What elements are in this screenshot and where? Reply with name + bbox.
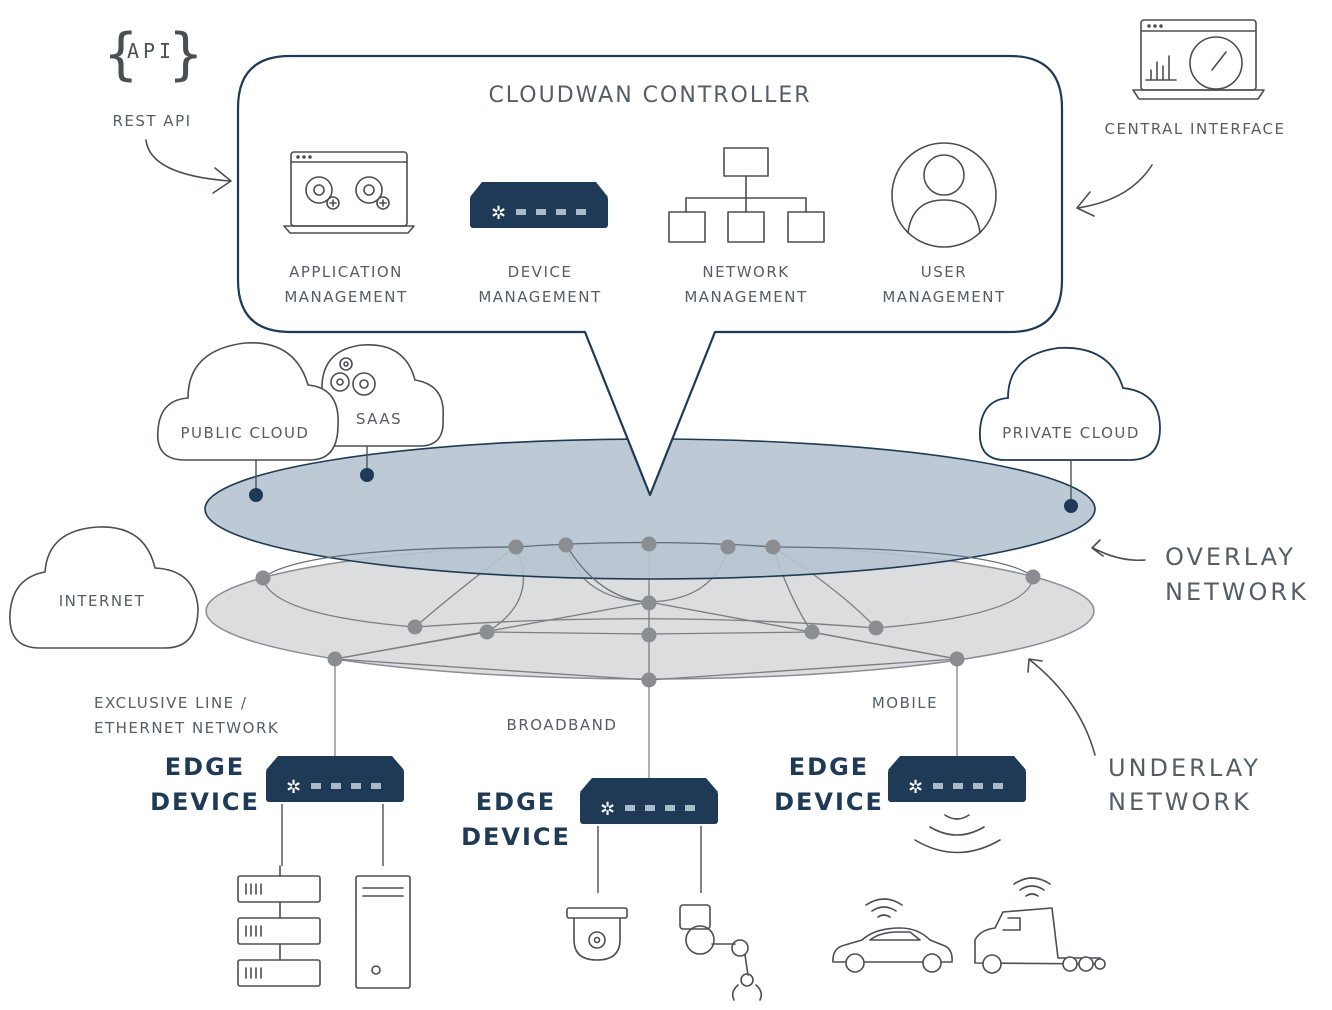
- edge-label-left-1: EDGE: [165, 753, 245, 781]
- saas-gears-icon: [330, 357, 376, 396]
- private-cloud-label: PRIVATE CLOUD: [1002, 424, 1140, 442]
- public-cloud-label: PUBLIC CLOUD: [181, 424, 310, 442]
- server-rack-icon: [237, 865, 321, 987]
- underlay-label-1: UNDERLAY: [1108, 754, 1261, 782]
- svg-text:✲: ✲: [908, 777, 923, 798]
- module-label-application-2: MANAGEMENT: [284, 288, 407, 306]
- controller-callout: [236, 54, 1064, 497]
- svg-text:✲: ✲: [491, 203, 506, 224]
- truck-wifi-icon: [1013, 877, 1051, 897]
- underlay-arrow: [1027, 658, 1096, 756]
- rest-api-label: REST API: [112, 112, 191, 130]
- overlay-label-2: NETWORK: [1165, 578, 1309, 606]
- middle-device-connectors: [597, 826, 702, 893]
- svg-text:✲: ✲: [286, 777, 301, 798]
- app-gears-icon: [283, 151, 415, 234]
- public-cloud: [156, 342, 339, 461]
- module-label-user-1: USER: [921, 263, 967, 281]
- edge-label-middle-2: DEVICE: [461, 823, 571, 851]
- wireless-signal-icon: [914, 814, 1001, 854]
- edge-device-middle: ✲: [580, 778, 718, 824]
- desktop-tower-icon: [355, 875, 411, 989]
- module-label-network-2: MANAGEMENT: [684, 288, 807, 306]
- central-interface-label: CENTRAL INTERFACE: [1105, 120, 1286, 138]
- edge-label-middle-1: EDGE: [476, 788, 556, 816]
- module-label-network-1: NETWORK: [702, 263, 789, 281]
- router-icon: ✲: [470, 182, 608, 228]
- edge-links: [334, 659, 958, 778]
- broadband-label: BROADBAND: [507, 716, 618, 734]
- left-device-connectors: [281, 804, 384, 866]
- api-glyph: API: [127, 39, 175, 63]
- svg-text:}: }: [168, 22, 204, 87]
- module-label-device-1: DEVICE: [508, 263, 573, 281]
- private-cloud: [979, 346, 1161, 461]
- edge-device-left: ✲: [266, 756, 404, 802]
- user-icon: [891, 142, 997, 248]
- exclusive-line-label-1: EXCLUSIVE LINE /: [94, 694, 247, 712]
- edge-label-right-1: EDGE: [789, 753, 869, 781]
- controller-title: CLOUDWAN CONTROLLER: [488, 83, 811, 108]
- svg-text:{: {: [103, 22, 139, 87]
- api-braces-icon: { } API: [103, 22, 204, 87]
- rest-api-arrow: [145, 139, 232, 194]
- edge-label-right-2: DEVICE: [774, 788, 884, 816]
- org-tree-icon: [668, 147, 825, 243]
- exclusive-line-label-2: ETHERNET NETWORK: [94, 719, 279, 737]
- security-camera-icon: [566, 907, 628, 961]
- underlay-label-2: NETWORK: [1108, 788, 1252, 816]
- edge-label-left-2: DEVICE: [150, 788, 260, 816]
- edge-device-right: ✲: [888, 756, 1026, 802]
- dashboard-laptop-icon: [1132, 19, 1265, 100]
- overlay-label-1: OVERLAY: [1165, 543, 1296, 571]
- module-label-user-2: MANAGEMENT: [882, 288, 1005, 306]
- robot-arm-icon: [679, 904, 763, 1001]
- internet-cloud: [9, 526, 199, 649]
- car-wifi-icon: [865, 898, 903, 918]
- svg-text:✲: ✲: [600, 799, 615, 820]
- mobile-label: MOBILE: [872, 694, 938, 712]
- internet-label: INTERNET: [59, 592, 146, 610]
- module-label-device-2: MANAGEMENT: [478, 288, 601, 306]
- module-label-application-1: APPLICATION: [289, 263, 403, 281]
- truck-icon: [974, 907, 1106, 974]
- central-interface-arrow: [1076, 164, 1153, 217]
- car-icon: [832, 927, 953, 973]
- cloud-connectors: [249, 446, 1078, 513]
- overlay-arrow: [1091, 539, 1146, 562]
- saas-label: SAAS: [356, 410, 402, 428]
